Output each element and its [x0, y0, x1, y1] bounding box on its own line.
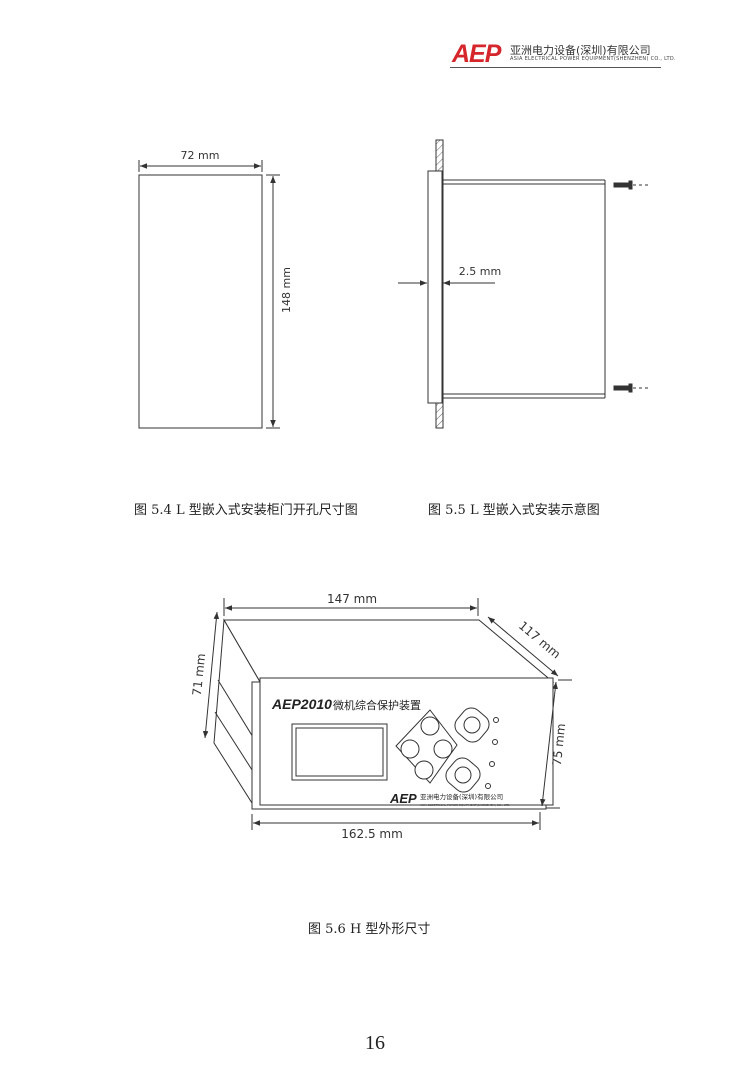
panel-logo: AEP	[389, 791, 417, 806]
fig-5-6-depth-label: 117 mm	[516, 618, 563, 661]
device-model: AEP2010	[271, 696, 332, 712]
fig-5-4-width-label: 72 mm	[181, 149, 220, 162]
caption-fig-5-5: 图 5.5 L 型嵌入式安装示意图	[428, 503, 600, 518]
side-ridge-2	[214, 711, 255, 774]
key-up	[420, 716, 440, 736]
header-rule	[450, 67, 661, 68]
indicator-led-2	[492, 739, 498, 745]
lcd-screen	[295, 727, 384, 777]
function-button-2-cap	[454, 766, 472, 784]
fig-5-5-install-drawing	[398, 139, 650, 429]
fig-5-6-bottom-width-label: 162.5 mm	[341, 827, 403, 841]
fig-5-4-cutout-drawing	[138, 160, 280, 429]
screw-top	[613, 180, 633, 190]
key-down	[414, 760, 434, 780]
fig-5-5-thickness-label: 2.5 mm	[459, 265, 501, 278]
fig-5-6-top-width-label: 147 mm	[327, 592, 377, 606]
panel-company-cn: 亚洲电力设备(深圳)有限公司	[420, 792, 503, 801]
key-right	[433, 739, 453, 759]
caption-fig-5-6: 图 5.6 H 型外形尺寸	[308, 922, 431, 937]
function-button-1-cap	[463, 716, 481, 734]
depth-dimension-line	[487, 616, 559, 677]
left-height-dimension-line	[202, 611, 220, 739]
screw-bottom	[613, 383, 633, 393]
fig-5-6-left-height-label: 71 mm	[190, 653, 208, 697]
indicator-led-1	[493, 717, 499, 723]
fig-5-4-height-label: 148 mm	[280, 267, 293, 313]
fig-5-6-device-drawing	[202, 598, 572, 830]
cutout-rectangle	[138, 174, 263, 429]
page-number: 16	[365, 1032, 385, 1054]
device-top-face	[223, 619, 555, 683]
right-height-dimension-line	[540, 681, 558, 807]
caption-fig-5-4: 图 5.4 L 型嵌入式安装柜门开孔尺寸图	[134, 503, 358, 518]
front-panel-flange	[427, 170, 443, 404]
indicator-led-4	[485, 783, 491, 789]
side-ridge-1	[217, 679, 257, 743]
panel-company-en: ASIA ELECTRICAL POWER EQUIPMENT(SHENZHEN…	[420, 803, 510, 807]
device-name: 微机综合保护装置	[333, 698, 421, 712]
company-name-cn: 亚洲电力设备(深圳)有限公司	[510, 44, 651, 57]
indicator-led-3	[489, 761, 495, 767]
key-left	[400, 739, 420, 759]
aep-logo: AEP	[452, 40, 501, 68]
fig-5-6-right-height-label: 75 mm	[550, 723, 568, 767]
company-name-en: ASIA ELECTRICAL POWER EQUIPMENT(SHENZHEN…	[510, 56, 676, 62]
page-header: AEP 亚洲电力设备(深圳)有限公司 ASIA ELECTRICAL POWER…	[0, 0, 750, 70]
keypad-frame	[395, 709, 458, 784]
